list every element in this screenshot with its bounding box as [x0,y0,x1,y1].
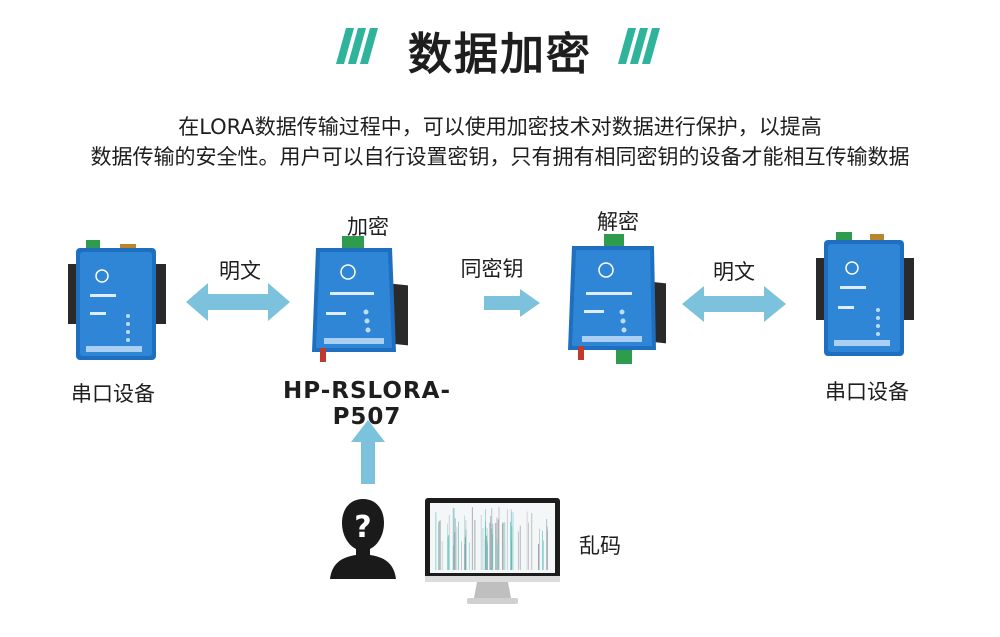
title-slashes-left [336,28,378,64]
page-title: 数据加密 [408,29,592,80]
serial-device-right-label: 串口设备 [825,380,909,404]
description-line-2: 数据传输的安全性。用户可以自行设置密钥，只有拥有相同密钥的设备才能相互传输数据 [90,145,910,169]
monitor-garbled-screen [425,498,560,604]
svg-text:?: ? [354,510,371,545]
same-key-label: 同密钥 [460,257,524,281]
arrow-bidirectional-right [682,286,786,322]
serial-device-right [816,232,914,356]
lora-device-encrypt [312,236,408,362]
device-model-label: HP-RSLORA-P507 [283,378,451,430]
encrypt-label: 加密 [347,215,389,239]
description-line-1: 在LORA数据传输过程中，可以使用加密技术对数据进行保护，以提高 [178,115,822,139]
title-slashes-right [618,28,660,64]
arrow-bidirectional-left [186,283,290,321]
lora-device-decrypt [568,234,666,364]
arrow-up-attacker [351,420,385,484]
plaintext-right-label: 明文 [713,260,755,284]
garbled-label: 乱码 [579,534,621,558]
plaintext-left-label: 明文 [219,259,261,283]
attacker-question-icon: ? [330,499,396,579]
serial-device-left [68,240,166,360]
arrow-right-same-key [484,289,540,317]
serial-device-left-label: 串口设备 [71,382,155,406]
decrypt-label: 解密 [597,210,639,234]
